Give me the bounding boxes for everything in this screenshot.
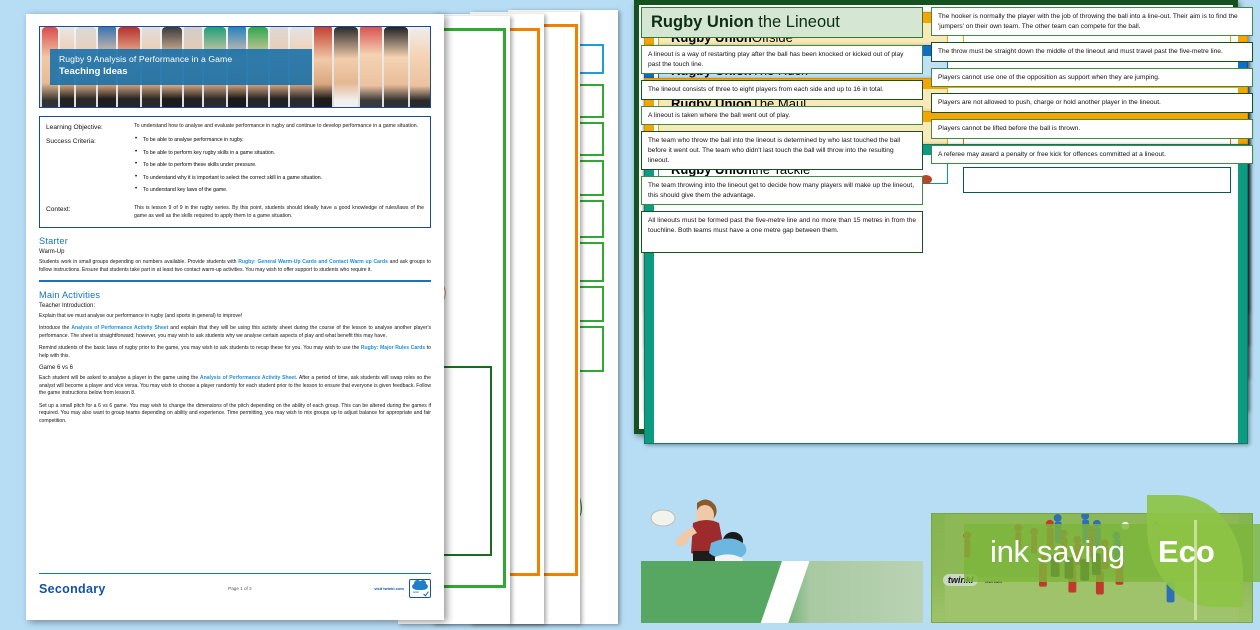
twinkl-logo-icon: twinkl [408, 579, 431, 598]
para3-a: Remind students of the basic laws of rug… [39, 345, 361, 352]
starter-text-a: Students work in small groups depending … [39, 259, 239, 266]
lineout-pitch-footer [641, 561, 923, 623]
teaching-ideas-document[interactable]: Rugby 9 Analysis of Performance in a Gam… [26, 14, 444, 620]
game-heading: Game 6 vs 6 [39, 365, 74, 372]
twinkl-logo-caption: twinkl [412, 591, 419, 594]
left-document-stack: thirdn the thenandst andThey ravel n. Th… [0, 0, 630, 630]
lineout-fact: The throw must be straight down the midd… [931, 42, 1253, 62]
context-value: This is lesson 9 of 9 in the rugby serie… [134, 204, 424, 219]
hero-line-2: Teaching Ideas [59, 66, 128, 77]
lineout-fact: Players cannot be lifted before the ball… [931, 118, 1253, 139]
list-item: To be able to perform these skills under… [134, 161, 424, 169]
list-item: To understand key laws of the game. [134, 186, 424, 194]
warmup-cards-link[interactable]: Rugby: General Warm-Up Cards and Contact… [238, 259, 388, 266]
starter-paragraph: Students work in small groups depending … [39, 259, 431, 274]
divider [39, 280, 431, 282]
starter-text-b: and ask groups to follow instructions. E… [39, 259, 431, 273]
warmup-subheading: Warm-Up [39, 249, 65, 256]
lineout-fact: A referee may award a penalty or free ki… [931, 144, 1253, 165]
activity-sheet-link-2[interactable]: Analysis of Performance Activity Sheet [199, 375, 296, 382]
hero-line-1: Rugby 9 Analysis of Performance in a Gam… [59, 54, 233, 64]
intro-paragraph: Introduce the Analysis of Performance Ac… [39, 325, 431, 340]
lineout-fact: All lineouts must be formed past the fiv… [641, 211, 923, 254]
activity-sheet-link[interactable]: Analysis of Performance Activity Sheet [71, 325, 169, 332]
hero-title-banner: Rugby 9 Analysis of Performance in a Gam… [50, 49, 312, 85]
para3-b: to help with this. [39, 345, 431, 359]
main-activities-heading: Main Activities [39, 289, 101, 300]
lineout-fact: The hooker is normally the player with t… [931, 7, 1253, 37]
lineout-fact: The team throwing into the lineout get t… [641, 176, 923, 206]
lineout-fact: The lineout consists of three to eight p… [641, 80, 923, 100]
lineout-title-rest: the Lineout [753, 13, 840, 31]
para4-b: . After a period of time, ask students w… [39, 375, 431, 397]
context-label: Context: [46, 205, 71, 213]
footer-brand: visit twinkl.com twinkl [374, 579, 431, 598]
success-criteria-list: To be able to analyse performance in rug… [134, 136, 424, 200]
footer-page-number: Page 1 of 2 [228, 586, 252, 591]
leaf-stem-icon [1194, 520, 1197, 620]
lineout-fact: A lineout is taken where the ball went o… [641, 105, 923, 126]
lineout-card[interactable]: Rugby Union the Lineout A lineout is a w… [634, 0, 1253, 623]
learning-objective-label: Learning Objective: [46, 124, 103, 131]
lineout-fact: Players are not allowed to push, charge … [931, 93, 1253, 113]
lineout-left-column: Rugby Union the Lineout A lineout is a w… [641, 7, 923, 623]
teacher-intro-text: Explain that we must analyse our perform… [39, 312, 243, 319]
starter-heading: Starter [39, 236, 68, 247]
para2-b: and explain that they will be using this… [39, 325, 431, 339]
para2-a: Introduce the [39, 325, 72, 332]
success-criteria-label: Success Criteria: [46, 138, 96, 145]
rugby-ball-icon [920, 175, 932, 184]
check-icon [423, 590, 429, 597]
right-card-stack: Rugby Union Offside Rugby Union The Ruck [634, 0, 1260, 630]
rules-paragraph: Remind students of the basic laws of rug… [39, 345, 431, 360]
list-item: To be able to analyse performance in rug… [134, 136, 424, 144]
lineout-card-title: Rugby Union the Lineout [641, 7, 923, 38]
learning-objective-value: To understand how to analyse and evaluat… [134, 123, 419, 129]
list-item: To be able to perform key rugby skills i… [134, 149, 424, 157]
document-footer: Secondary Page 1 of 2 visit twinkl.com t… [39, 573, 431, 598]
hero-photo [40, 27, 430, 107]
para4-a: Each student will be asked to analyse a … [39, 375, 200, 382]
lesson-info-table: Learning Objective: To understand how to… [39, 116, 431, 229]
lineout-fact: A lineout is a way of restarting play af… [641, 45, 923, 75]
eco-badge-text: ink saving [990, 534, 1125, 569]
lineout-fact: Players cannot use one of the opposition… [931, 67, 1253, 88]
footer-visit-link[interactable]: visit twinkl.com [374, 586, 404, 591]
card-tackle-box [963, 167, 1231, 193]
pitch-paragraph: Set up a small pitch for a 6 vs 6 game. … [39, 402, 431, 424]
lineout-title-bold: Rugby Union [651, 13, 754, 31]
game-paragraph: Each student will be asked to analyse a … [39, 375, 431, 398]
eco-badge-word: Eco [1158, 534, 1215, 569]
teacher-intro-label: Teacher Introduction: [39, 302, 96, 309]
document-hero: Rugby 9 Analysis of Performance in a Gam… [39, 26, 431, 108]
list-item: To understand why it is important to sel… [134, 174, 424, 182]
rules-cards-link[interactable]: Rugby: Major Rules Cards [360, 345, 426, 352]
footer-level: Secondary [39, 581, 106, 596]
lineout-fact: The team who throw the ball into the lin… [641, 131, 923, 171]
